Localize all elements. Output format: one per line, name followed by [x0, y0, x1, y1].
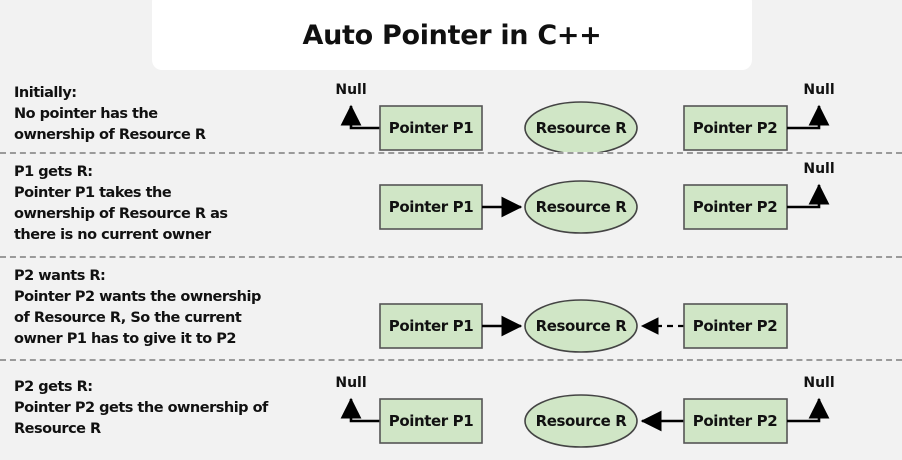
- step-1-diagram: Null Pointer P1 Resource R Pointer P2 Nu…: [0, 80, 902, 152]
- resource-r-ellipse-3: [524, 299, 638, 353]
- resource-r-label-4: Resource R: [536, 412, 628, 430]
- null-label-right-4: Null: [803, 375, 834, 391]
- resource-r-ellipse-2: [524, 180, 638, 234]
- p2-null-arrow-1: [787, 104, 830, 130]
- p2-null-arrow-2: [787, 183, 830, 209]
- pointer-p2-label-2: Pointer P2: [693, 198, 778, 216]
- separator-3: [0, 359, 902, 361]
- null-label-right-1: Null: [803, 82, 834, 98]
- resource-r-label-1: Resource R: [536, 119, 628, 137]
- pointer-p2-box-3: [683, 303, 788, 349]
- resource-r-ellipse-4: [524, 394, 638, 448]
- pointer-p1-box-4: [379, 398, 483, 444]
- pointer-p2-box-2: [683, 184, 788, 230]
- step-1-description: Initially: No pointer has the ownership …: [14, 85, 206, 143]
- p1-null-arrow-1: [340, 104, 380, 130]
- resource-r-label-3: Resource R: [536, 317, 628, 335]
- step-4-description: P2 gets R: Pointer P2 gets the ownership…: [14, 379, 268, 437]
- separator-1: [0, 152, 902, 154]
- pointer-p1-label-2: Pointer P1: [389, 198, 474, 216]
- step-2-description: P1 gets R: Pointer P1 takes the ownershi…: [14, 164, 228, 243]
- separator-2: [0, 256, 902, 258]
- step-row-3: P2 wants R: Pointer P2 wants the ownersh…: [0, 262, 902, 358]
- pointer-p1-box-2: [379, 184, 483, 230]
- pointer-p2-label-1: Pointer P2: [693, 119, 778, 137]
- step-4-diagram: Null Pointer P1 Resource R Pointer P2 Nu…: [0, 365, 902, 460]
- resource-r-label-2: Resource R: [536, 198, 628, 216]
- title-banner: Auto Pointer in C++: [152, 0, 752, 70]
- null-label-left-1: Null: [335, 82, 366, 98]
- step-row-1: Initially: No pointer has the ownership …: [0, 80, 902, 152]
- step-2-diagram: Pointer P1 Resource R Pointer P2 Null: [0, 158, 902, 254]
- resource-r-ellipse-1: [524, 101, 638, 152]
- step-row-2: P1 gets R: Pointer P1 takes the ownershi…: [0, 158, 902, 254]
- pointer-p1-label-1: Pointer P1: [389, 119, 474, 137]
- page-title: Auto Pointer in C++: [302, 19, 602, 51]
- p2-null-arrow-4: [787, 397, 830, 423]
- null-label-right-2: Null: [803, 161, 834, 177]
- pointer-p1-label-4: Pointer P1: [389, 412, 474, 430]
- pointer-p2-label-4: Pointer P2: [693, 412, 778, 430]
- null-label-left-4: Null: [335, 375, 366, 391]
- pointer-p1-label-3: Pointer P1: [389, 317, 474, 335]
- pointer-p2-label-3: Pointer P2: [693, 317, 778, 335]
- pointer-p2-box-1: [683, 105, 788, 151]
- pointer-p1-box-1: [379, 105, 483, 151]
- step-row-4: P2 gets R: Pointer P2 gets the ownership…: [0, 365, 902, 460]
- step-3-description: P2 wants R: Pointer P2 wants the ownersh…: [14, 268, 261, 347]
- p1-null-arrow-4: [340, 397, 380, 423]
- pointer-p1-box-3: [379, 303, 483, 349]
- step-3-diagram: Pointer P1 Resource R Pointer P2: [0, 262, 902, 358]
